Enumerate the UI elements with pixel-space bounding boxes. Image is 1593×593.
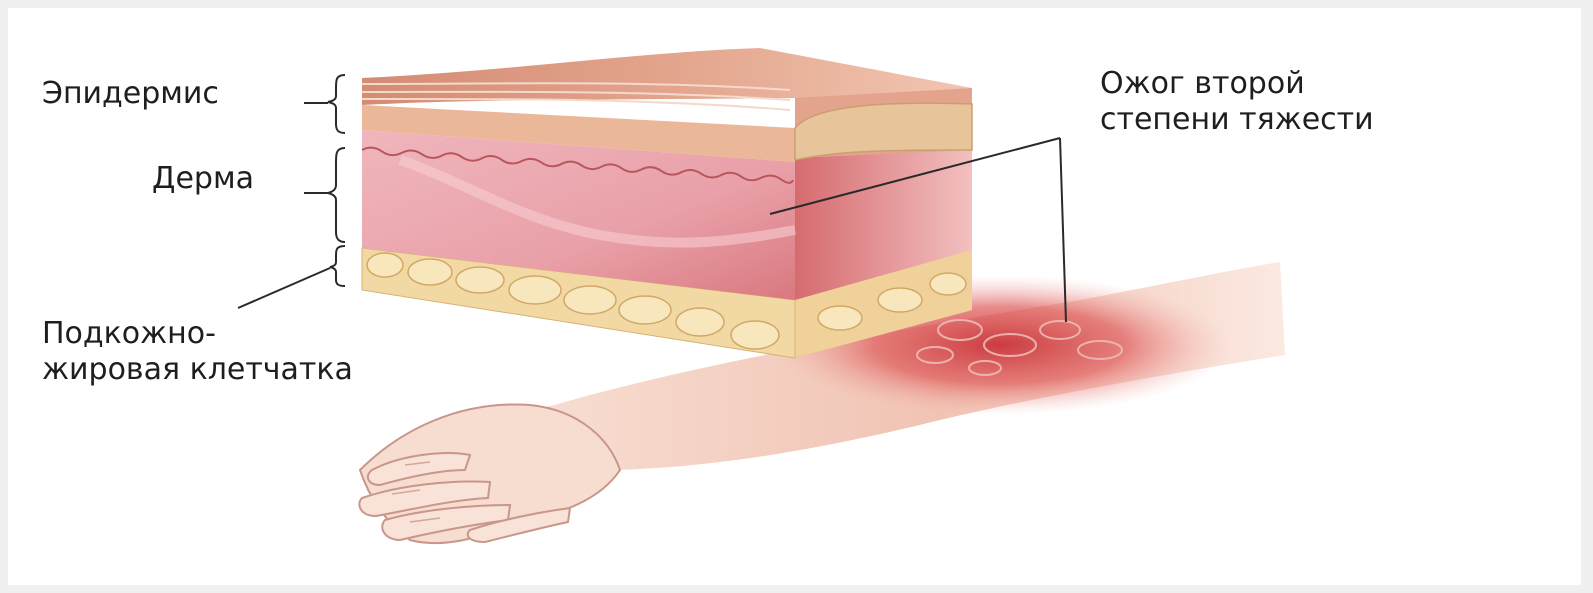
subcutaneous-leader bbox=[238, 268, 330, 308]
subcutaneous-label-line1: Подкожно- bbox=[42, 316, 216, 352]
subcutaneous-bracket bbox=[330, 246, 345, 286]
dermis-label: Дерма bbox=[152, 161, 254, 197]
burn-label-line1: Ожог второй bbox=[1100, 66, 1305, 102]
dermis-bracket bbox=[328, 148, 345, 242]
epidermis-label: Эпидермис bbox=[42, 76, 219, 112]
skin-cross-section bbox=[362, 48, 972, 358]
burn-label-line2: степени тяжести bbox=[1100, 102, 1374, 138]
epidermis-bracket bbox=[328, 75, 345, 133]
subcutaneous-label-line2: жировая клетчатка bbox=[42, 352, 353, 388]
